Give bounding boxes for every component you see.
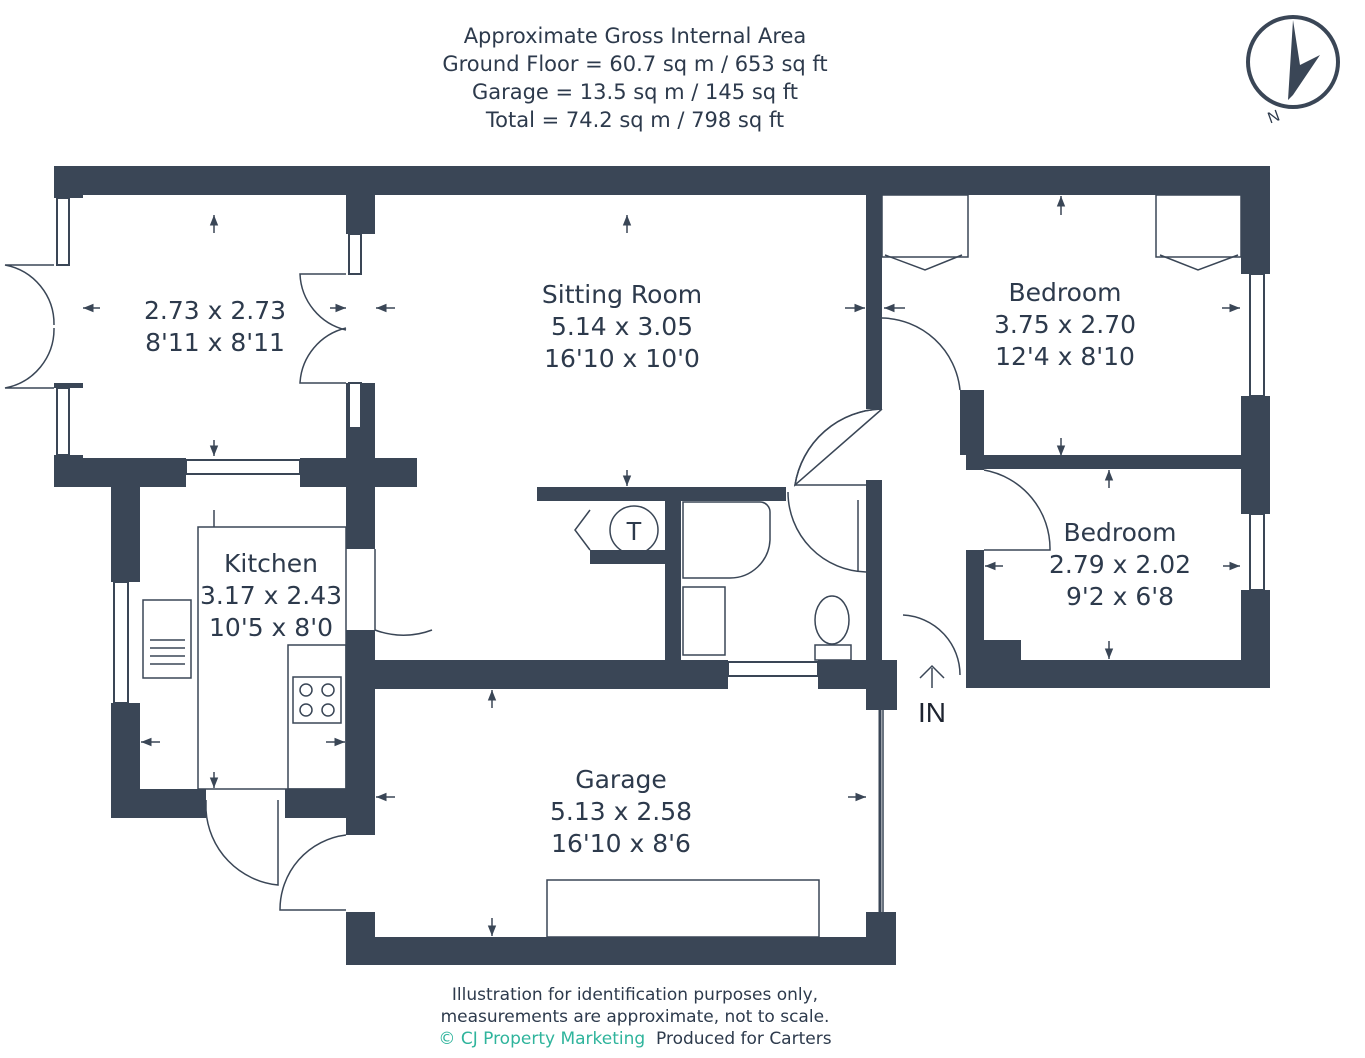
produced-for: Produced for Carters xyxy=(656,1029,832,1049)
disclaimer-line-1: Illustration for identification purposes… xyxy=(451,985,819,1005)
garage-metric: 5.13 x 2.58 xyxy=(549,797,693,826)
wardrobes xyxy=(881,194,1242,271)
kitchen-metric: 3.17 x 2.43 xyxy=(199,581,343,610)
hob-icon xyxy=(292,676,342,724)
kitchen-name: Kitchen xyxy=(224,549,318,578)
sink-icon xyxy=(142,599,192,679)
bedroom-2-name: Bedroom xyxy=(1063,518,1177,547)
room-unnamed-imperial: 8'11 x 8'11 xyxy=(145,328,285,357)
room-label-garage: Garage 5.13 x 2.58 16'10 x 8'6 xyxy=(510,764,732,860)
bedroom-2-imperial: 9'2 x 6'8 xyxy=(1065,582,1175,611)
area-title: Approximate Gross Internal Area xyxy=(463,24,807,48)
shower-icon xyxy=(682,501,771,579)
kitchen-fixtures xyxy=(142,526,347,790)
area-ground-floor: Ground Floor = 60.7 sq m / 653 sq ft xyxy=(442,52,828,76)
area-garage: Garage = 13.5 sq m / 145 sq ft xyxy=(471,80,799,104)
tank-icon xyxy=(609,505,659,555)
sitting-room-imperial: 16'10 x 10'0 xyxy=(544,344,700,373)
entrance-arrow-icon xyxy=(919,664,945,688)
room-label-bedroom-2: Bedroom 2.79 x 2.02 9'2 x 6'8 xyxy=(1010,517,1230,613)
kitchen-imperial: 10'5 x 8'0 xyxy=(209,613,333,642)
entrance-label: IN xyxy=(918,697,946,728)
room-label-unnamed: 2.73 x 2.73 8'11 x 8'11 xyxy=(110,295,320,359)
garage-imperial: 16'10 x 8'6 xyxy=(551,829,691,858)
sitting-room-metric: 5.14 x 3.05 xyxy=(550,312,694,341)
bathroom-fixtures xyxy=(574,500,859,661)
windows xyxy=(56,197,1265,704)
room-unnamed-metric: 2.73 x 2.73 xyxy=(143,296,287,325)
compass-north-label: N xyxy=(1266,107,1283,127)
dimension-arrows xyxy=(83,196,1240,936)
sitting-room-name: Sitting Room xyxy=(541,280,703,309)
room-label-sitting-room: Sitting Room 5.14 x 3.05 16'10 x 10'0 xyxy=(480,279,764,375)
bedroom-2-metric: 2.79 x 2.02 xyxy=(1048,550,1192,579)
bedroom-1-metric: 3.75 x 2.70 xyxy=(993,310,1137,339)
bedroom-1-imperial: 12'4 x 8'10 xyxy=(995,342,1135,371)
area-summary: Approximate Gross Internal Area Ground F… xyxy=(330,22,940,134)
doors xyxy=(4,264,1051,912)
credit-line: © CJ Property Marketing Produced for Car… xyxy=(330,1028,940,1050)
north-compass-icon: N xyxy=(1246,15,1340,127)
room-label-bedroom-1: Bedroom 3.75 x 2.70 12'4 x 8'10 xyxy=(952,277,1178,373)
brand-credit: © CJ Property Marketing xyxy=(438,1029,646,1049)
disclaimer-footer: Illustration for identification purposes… xyxy=(330,984,940,1050)
toilet-icon xyxy=(814,595,850,645)
bedroom-1-name: Bedroom xyxy=(1008,278,1122,307)
disclaimer-line-2: measurements are approximate, not to sca… xyxy=(440,1007,830,1027)
room-label-kitchen: Kitchen 3.17 x 2.43 10'5 x 8'0 xyxy=(176,548,366,644)
garage-name: Garage xyxy=(575,765,667,794)
tank-label: T xyxy=(626,516,642,546)
area-total: Total = 74.2 sq m / 798 sq ft xyxy=(485,108,785,132)
walls xyxy=(54,166,1270,965)
garage-door-outline xyxy=(546,879,820,938)
basin-icon xyxy=(682,586,726,656)
